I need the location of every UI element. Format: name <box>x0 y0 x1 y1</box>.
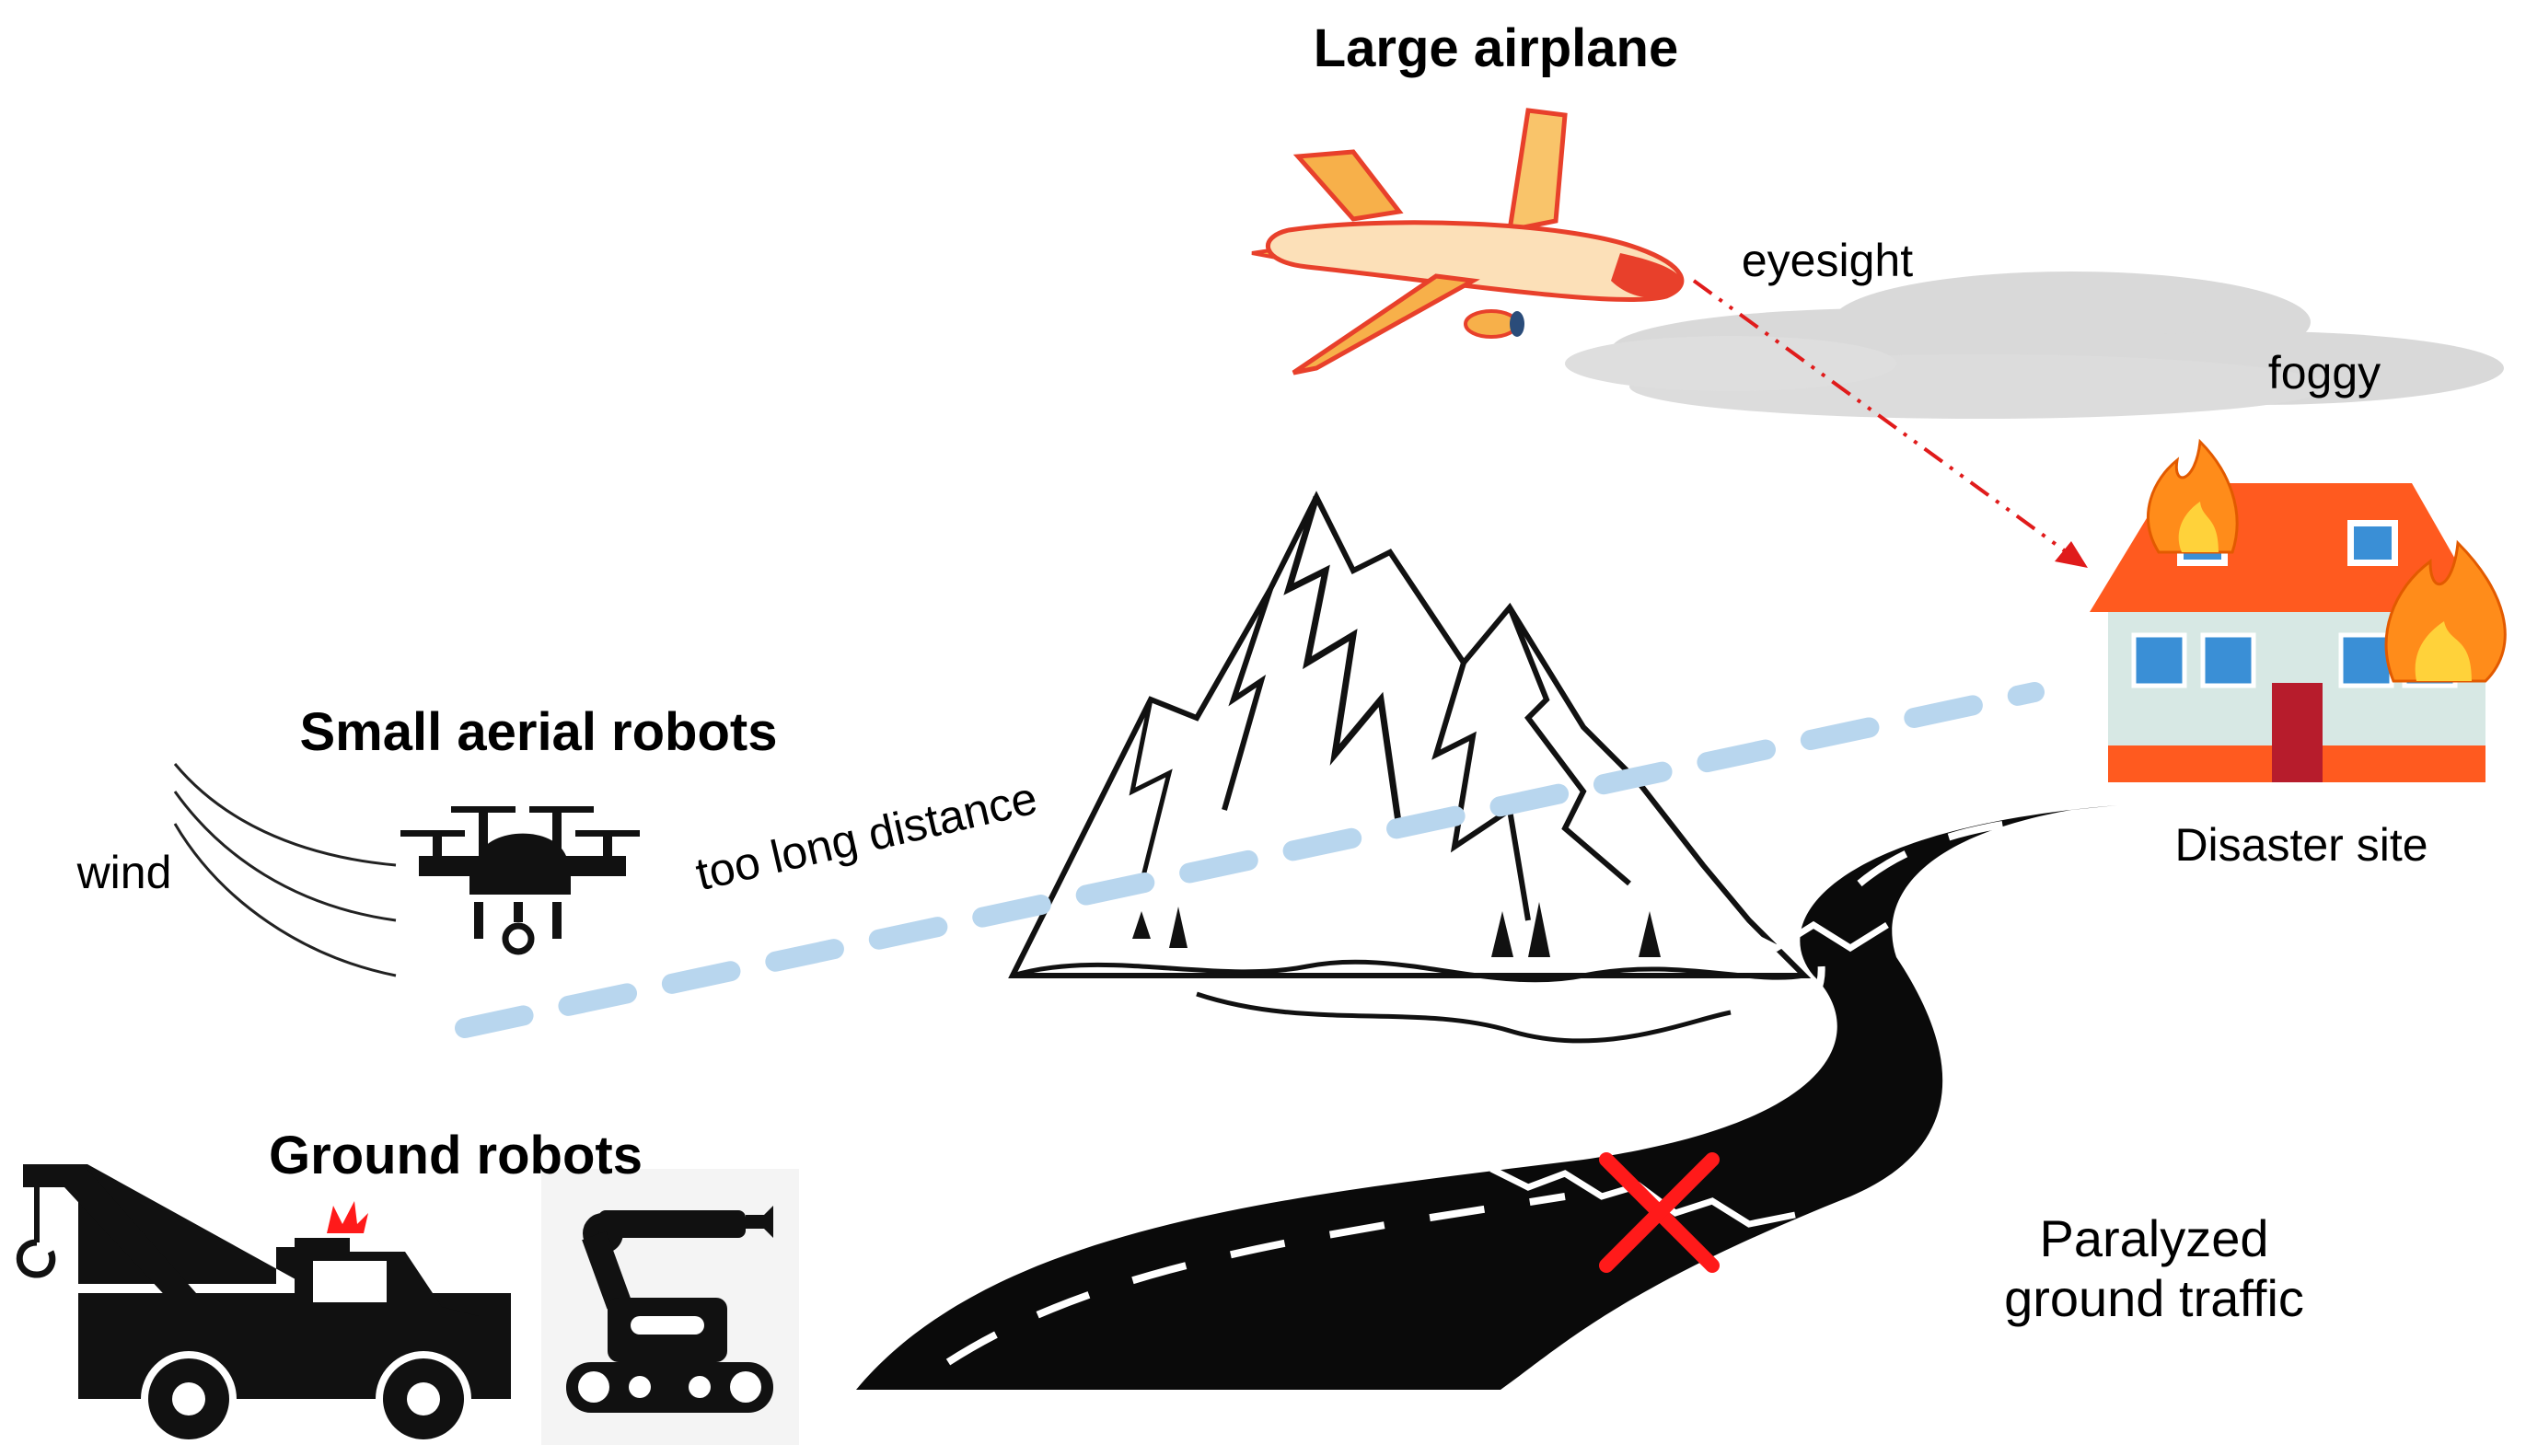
ground-robots-label: Ground robots <box>269 1126 643 1185</box>
distance-line <box>455 682 2045 1038</box>
cross-icon <box>1599 1152 1720 1273</box>
tow-truck-icon <box>16 1164 511 1447</box>
airplane-icon <box>1251 108 1685 376</box>
wind-lines-icon <box>173 763 397 977</box>
drone-icon <box>400 806 640 955</box>
large-airplane-label: Large airplane <box>1314 18 1678 78</box>
paralyzed-label-line2: ground traffic <box>2004 1269 2304 1327</box>
foggy-label: foggy <box>2268 347 2381 399</box>
paralyzed-label-line1: Paralyzed <box>2039 1209 2268 1267</box>
wind-label: wind <box>76 847 172 898</box>
fire-icon <box>2147 438 2507 683</box>
mountain-icon <box>1008 491 1812 1044</box>
eyesight-line <box>1692 279 2088 568</box>
eyesight-label: eyesight <box>1742 235 1913 286</box>
disaster-site-label: Disaster site <box>2174 819 2428 871</box>
too-long-distance-label: too long distance <box>691 772 1042 901</box>
tracked-robot-icon <box>541 1169 799 1445</box>
road-icon <box>856 805 2117 1390</box>
small-aerial-robots-label: Small aerial robots <box>300 702 778 762</box>
cloud-icon <box>1565 272 2504 419</box>
